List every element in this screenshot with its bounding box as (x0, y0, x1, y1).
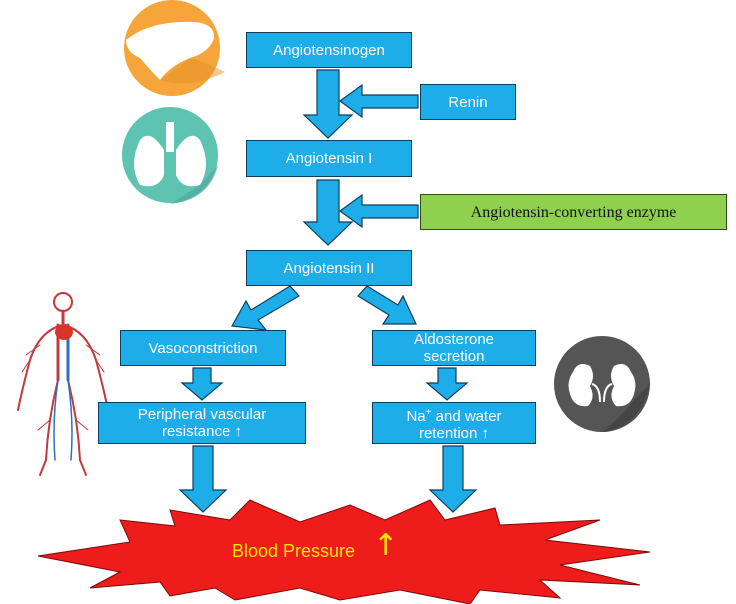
node-na-line-2: retention ↑ (418, 425, 490, 442)
node-angiotensinogen: Angiotensinogen (246, 32, 412, 68)
blood-pressure-burst (37, 499, 651, 604)
lungs-icon (122, 107, 218, 204)
arrow-angiotensinogen-to-angiotensin-1 (302, 69, 354, 139)
node-na-water-retention: Na+ and water retention ↑ (372, 402, 536, 444)
arrow-angiotensin-1-to-angiotensin-2 (302, 179, 354, 246)
circulatory-system-icon (17, 292, 109, 476)
arrow-to-aldosterone (357, 285, 417, 325)
arrow-na-to-blood-pressure (428, 445, 478, 513)
node-angiotensin-1: Angiotensin I (246, 140, 412, 177)
kidneys-icon (554, 336, 650, 432)
liver-icon (124, 0, 225, 96)
node-angiotensin-2-label: Angiotensin II (283, 259, 375, 277)
node-renin-label: Renin (448, 93, 488, 111)
arrow-aldosterone-to-na (425, 367, 469, 401)
arrow-renin (338, 83, 419, 119)
node-angiotensin-2: Angiotensin II (246, 250, 412, 286)
arrow-ace (338, 193, 419, 229)
blood-pressure-up-arrow: ↑ (373, 528, 399, 563)
node-peripheral-line-1: Peripheral vascular (137, 406, 267, 423)
node-renin: Renin (420, 84, 516, 120)
node-peripheral-vascular-resistance: Peripheral vascular resistance ↑ (98, 402, 306, 444)
arrow-to-vasoconstriction (231, 285, 300, 331)
node-ace: Angiotensin-converting enzyme (420, 194, 727, 230)
node-vasoconstriction-label: Vasoconstriction (148, 339, 258, 357)
node-peripheral-line-2: resistance ↑ (161, 423, 243, 440)
node-na-text: Na+ and water retention ↑ (406, 404, 501, 442)
node-na-prefix: Na (406, 408, 426, 425)
arrow-vasoconstriction-to-peripheral (180, 367, 224, 401)
node-angiotensin-1-label: Angiotensin I (285, 150, 373, 167)
node-aldosterone-line-2: secretion (423, 348, 485, 365)
node-peripheral-text: Peripheral vascular resistance ↑ (138, 406, 266, 440)
node-na-line-1: Na+ and water (406, 404, 501, 425)
node-ace-label: Angiotensin-converting enzyme (470, 203, 677, 221)
node-vasoconstriction: Vasoconstriction (120, 330, 286, 366)
node-angiotensinogen-label: Angiotensinogen (273, 41, 385, 59)
arrow-peripheral-to-blood-pressure (178, 445, 228, 513)
node-aldosterone-secretion: Aldosterone secretion (372, 330, 536, 366)
blood-pressure-label: Blood Pressure (232, 541, 356, 561)
node-aldosterone-line-1: Aldosterone (413, 331, 495, 348)
node-na-superscript: + (425, 407, 432, 418)
node-aldosterone-text: Aldosterone secretion (414, 331, 494, 365)
node-na-suffix: and water (431, 408, 502, 425)
